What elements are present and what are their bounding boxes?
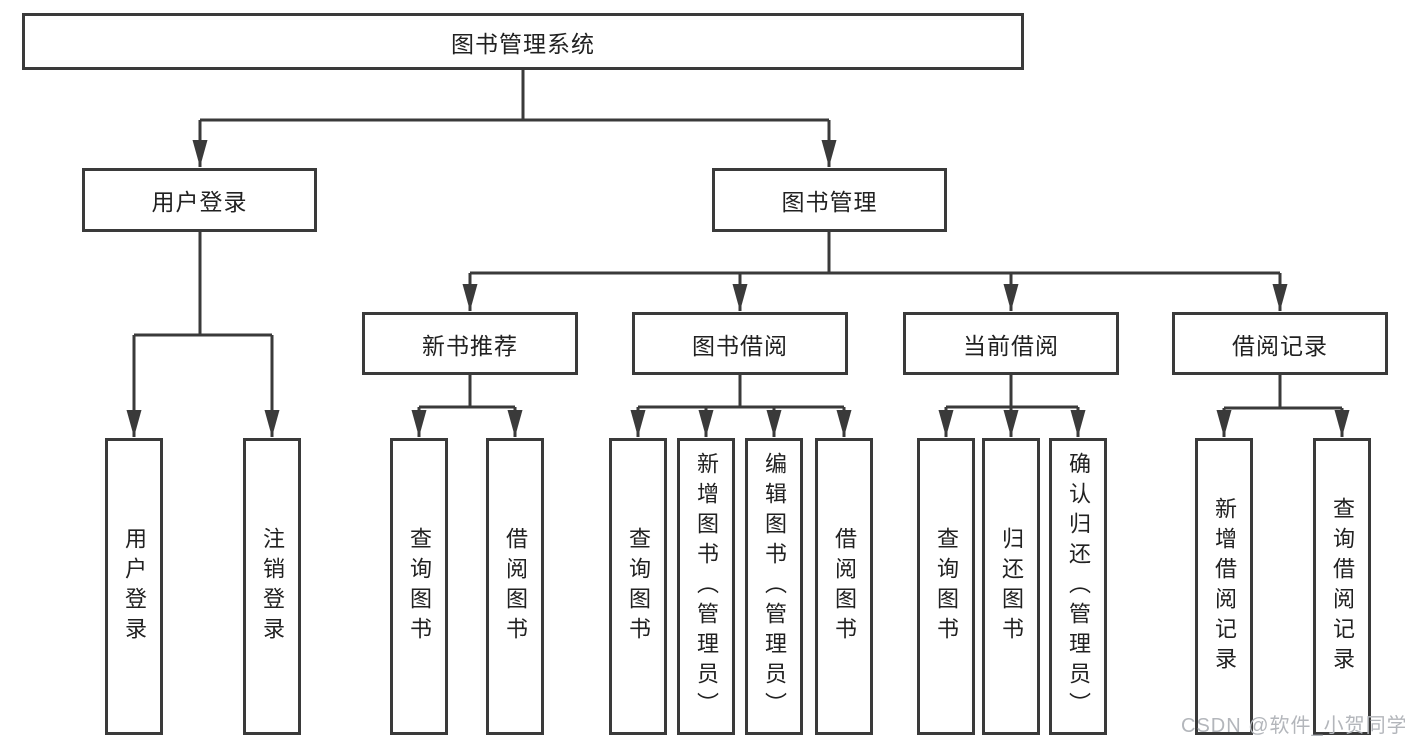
node-label: 用户登录 <box>151 189 248 215</box>
node-label: 新增图书（管理员） <box>694 451 719 722</box>
node-label: 查询图书 <box>934 526 959 647</box>
node-user-login-leaf: 用户登录 <box>105 438 163 735</box>
node-query-books-under-recommend: 查询图书 <box>390 438 448 735</box>
node-label: 查询图书 <box>407 526 432 647</box>
connector-book-borrowing-branch <box>630 375 852 437</box>
node-label: 图书借阅 <box>692 332 788 359</box>
node-book-management: 图书管理 <box>712 168 947 232</box>
connector-borrowing-records-branch <box>1216 375 1350 437</box>
node-return-book: 归还图书 <box>982 438 1040 735</box>
connector-current-borrowing-branch <box>938 375 1086 437</box>
node-label: 查询借阅记录 <box>1330 496 1355 677</box>
node-confirm-return-admin: 确认归还（管理员） <box>1049 438 1107 735</box>
node-add-borrow-record: 新增借阅记录 <box>1195 438 1253 735</box>
connector-new-book-recommend-branch <box>411 375 523 437</box>
node-label: 用户登录 <box>122 526 147 647</box>
node-label: 查询图书 <box>626 526 651 647</box>
node-query-borrow-record: 查询借阅记录 <box>1313 438 1371 735</box>
node-label: 新书推荐 <box>422 332 518 359</box>
node-label: 新增借阅记录 <box>1212 496 1237 677</box>
node-borrowing-records: 借阅记录 <box>1172 312 1388 375</box>
node-book-borrowing: 图书借阅 <box>632 312 848 375</box>
node-logout: 注销登录 <box>243 438 301 735</box>
connector-root-to-level2 <box>192 70 837 167</box>
node-library-management-system: 图书管理系统 <box>22 13 1024 70</box>
node-label: 图书管理 <box>781 189 878 215</box>
node-borrow-books-under-recommend: 借阅图书 <box>486 438 544 735</box>
node-label: 借阅记录 <box>1232 332 1328 359</box>
node-add-book-admin: 新增图书（管理员） <box>677 438 735 735</box>
node-new-book-recommend: 新书推荐 <box>362 312 578 375</box>
csdn-watermark: CSDN @软件_小贺同学 <box>1181 715 1405 737</box>
node-user-login: 用户登录 <box>82 168 317 232</box>
node-current-borrowing: 当前借阅 <box>903 312 1119 375</box>
node-label: 借阅图书 <box>832 526 857 647</box>
node-query-books-under-borrowing: 查询图书 <box>609 438 667 735</box>
node-label: 借阅图书 <box>503 526 528 647</box>
node-label: 注销登录 <box>260 526 285 647</box>
node-label: 图书管理系统 <box>451 30 595 57</box>
connector-user-login-branch <box>126 232 280 437</box>
node-label: 编辑图书（管理员） <box>762 451 787 722</box>
node-query-books-under-current: 查询图书 <box>917 438 975 735</box>
node-edit-book-admin: 编辑图书（管理员） <box>745 438 803 735</box>
node-label: 确认归还（管理员） <box>1066 451 1091 722</box>
node-label: 归还图书 <box>999 526 1024 647</box>
node-borrow-books-under-borrowing: 借阅图书 <box>815 438 873 735</box>
connector-book-management-branch <box>462 232 1288 311</box>
node-label: 当前借阅 <box>963 332 1059 359</box>
